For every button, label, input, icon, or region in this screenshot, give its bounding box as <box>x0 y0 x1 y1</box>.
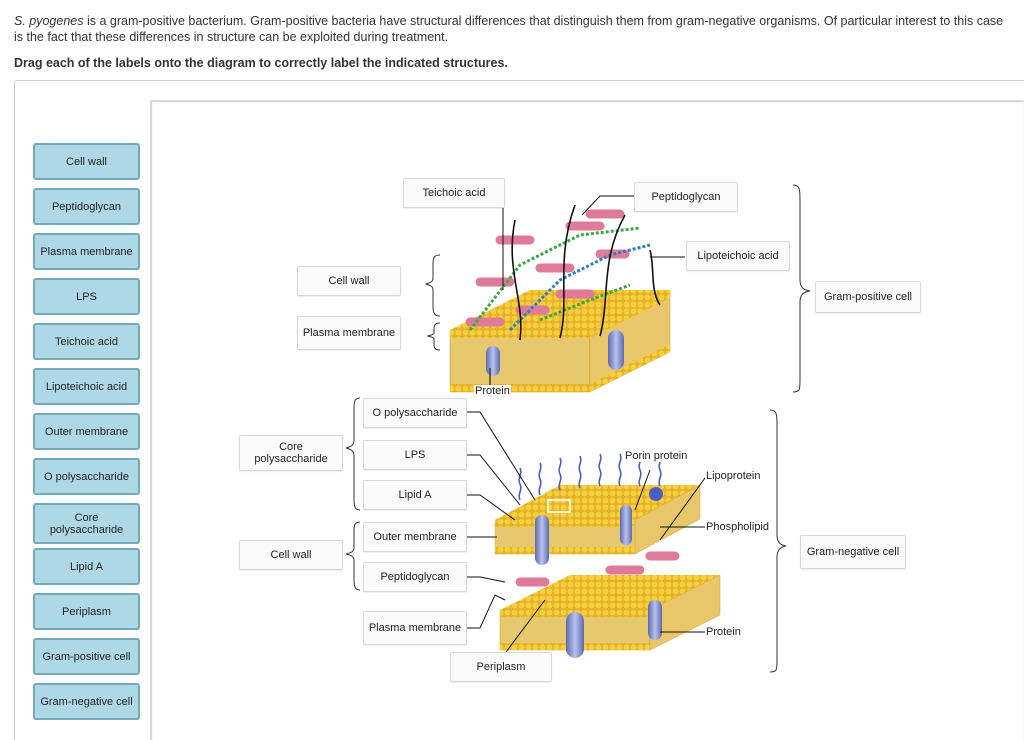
drag-label-plasma-membrane[interactable]: Plasma membrane <box>33 233 140 270</box>
drag-label-periplasm[interactable]: Periplasm <box>33 593 140 630</box>
drag-label-lipid-a[interactable]: Lipid A <box>33 548 140 585</box>
intro-text: is a gram-positive bacterium. Gram-posit… <box>14 14 1004 44</box>
drag-label-lps[interactable]: LPS <box>33 278 140 315</box>
drag-label-outer-membrane[interactable]: Outer membrane <box>33 413 140 450</box>
drop-zone-lipoteichoic-acid[interactable]: Lipoteichoic acid <box>686 241 790 271</box>
label-protein-bottom: Protein <box>705 626 742 638</box>
drop-zone-peptidoglycan-top[interactable]: Peptidoglycan <box>634 182 738 212</box>
label-porin-protein: Porin protein <box>624 450 689 462</box>
drag-label-lipoteichoic-acid[interactable]: Lipoteichoic acid <box>33 368 140 405</box>
drop-zone-plasma-membrane-top[interactable]: Plasma membrane <box>297 316 401 350</box>
drop-zone-core-polysaccharide[interactable]: Core polysaccharide <box>239 435 343 471</box>
diagram-canvas <box>150 100 1024 740</box>
drag-label-o-polysaccharide[interactable]: O polysaccharide <box>33 458 140 495</box>
drag-label-peptidoglycan[interactable]: Peptidoglycan <box>33 188 140 225</box>
instruction: Drag each of the labels onto the diagram… <box>14 56 508 70</box>
drag-label-gram-positive-cell[interactable]: Gram-positive cell <box>33 638 140 675</box>
drop-zone-cell-wall-bottom[interactable]: Cell wall <box>239 540 343 570</box>
drop-zone-teichoic-acid[interactable]: Teichoic acid <box>403 178 505 208</box>
intro-paragraph: S. pyogenes is a gram-positive bacterium… <box>14 13 1004 45</box>
drop-zone-lps[interactable]: LPS <box>363 440 467 470</box>
drop-zone-periplasm[interactable]: Periplasm <box>450 652 552 682</box>
drag-label-core-polysaccharide[interactable]: Core polysaccharide <box>33 503 140 544</box>
drop-zone-gram-positive-cell[interactable]: Gram-positive cell <box>815 281 921 313</box>
drop-zone-o-polysaccharide[interactable]: O polysaccharide <box>363 398 467 428</box>
drop-zone-cell-wall-top[interactable]: Cell wall <box>297 266 401 296</box>
label-phospholipid: Phospholipid <box>705 521 770 533</box>
drop-zone-lipid-a[interactable]: Lipid A <box>363 480 467 510</box>
intro-species: S. pyogenes <box>14 14 84 28</box>
drag-label-gram-negative-cell[interactable]: Gram-negative cell <box>33 683 140 720</box>
drop-zone-plasma-membrane-bottom[interactable]: Plasma membrane <box>363 611 467 645</box>
drop-zone-outer-membrane[interactable]: Outer membrane <box>363 522 467 552</box>
label-lipoprotein: Lipoprotein <box>705 470 762 482</box>
drag-label-cell-wall[interactable]: Cell wall <box>33 143 140 180</box>
drag-label-teichoic-acid[interactable]: Teichoic acid <box>33 323 140 360</box>
label-protein-top: Protein <box>474 385 511 397</box>
drop-zone-peptidoglycan-bottom[interactable]: Peptidoglycan <box>363 562 467 592</box>
drop-zone-gram-negative-cell[interactable]: Gram-negative cell <box>800 535 906 569</box>
